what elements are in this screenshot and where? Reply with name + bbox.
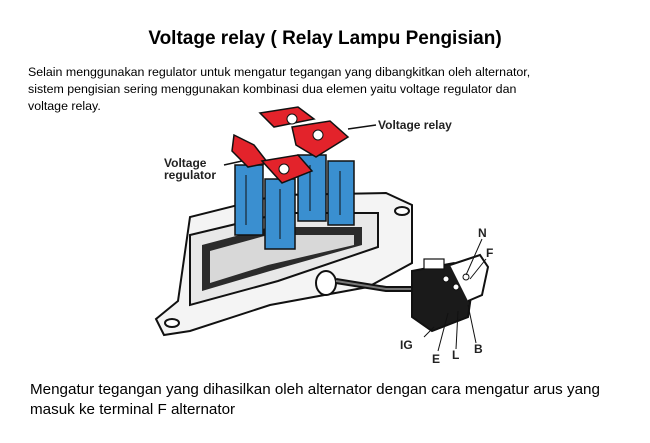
regulator-contact-left xyxy=(231,133,270,168)
intro-paragraph: Selain menggunakan regulator untuk menga… xyxy=(28,65,531,113)
leader-voltage-regulator xyxy=(223,160,243,166)
caption-paragraph: Mengatur tegangan yang dihasilkan oleh a… xyxy=(30,381,600,418)
leader-voltage-relay xyxy=(347,124,377,130)
regulator-coil-left xyxy=(234,164,264,236)
terminal-label-e: E xyxy=(432,352,441,366)
terminal-label-ig: IG xyxy=(400,338,413,352)
relay-coil-right xyxy=(327,160,355,226)
regulator-illustration xyxy=(154,106,490,352)
connector-wire-tag xyxy=(423,258,445,270)
page-title: Voltage relay ( Relay Lampu Pengisian) xyxy=(148,28,502,49)
cable-grommet xyxy=(315,270,337,296)
terminal-label-f: F xyxy=(486,246,494,260)
label-voltage-regulator: Voltage regulator xyxy=(164,156,217,182)
regulator-diagram: Voltage relay Voltage regulator N F IG E… xyxy=(150,105,510,367)
mount-hole-left xyxy=(164,318,180,328)
label-voltage-relay: Voltage relay xyxy=(378,118,452,132)
terminal-label-l: L xyxy=(452,348,460,362)
mount-hole-right xyxy=(394,206,410,216)
terminal-label-n: N xyxy=(478,226,487,240)
terminal-label-b: B xyxy=(474,342,483,356)
